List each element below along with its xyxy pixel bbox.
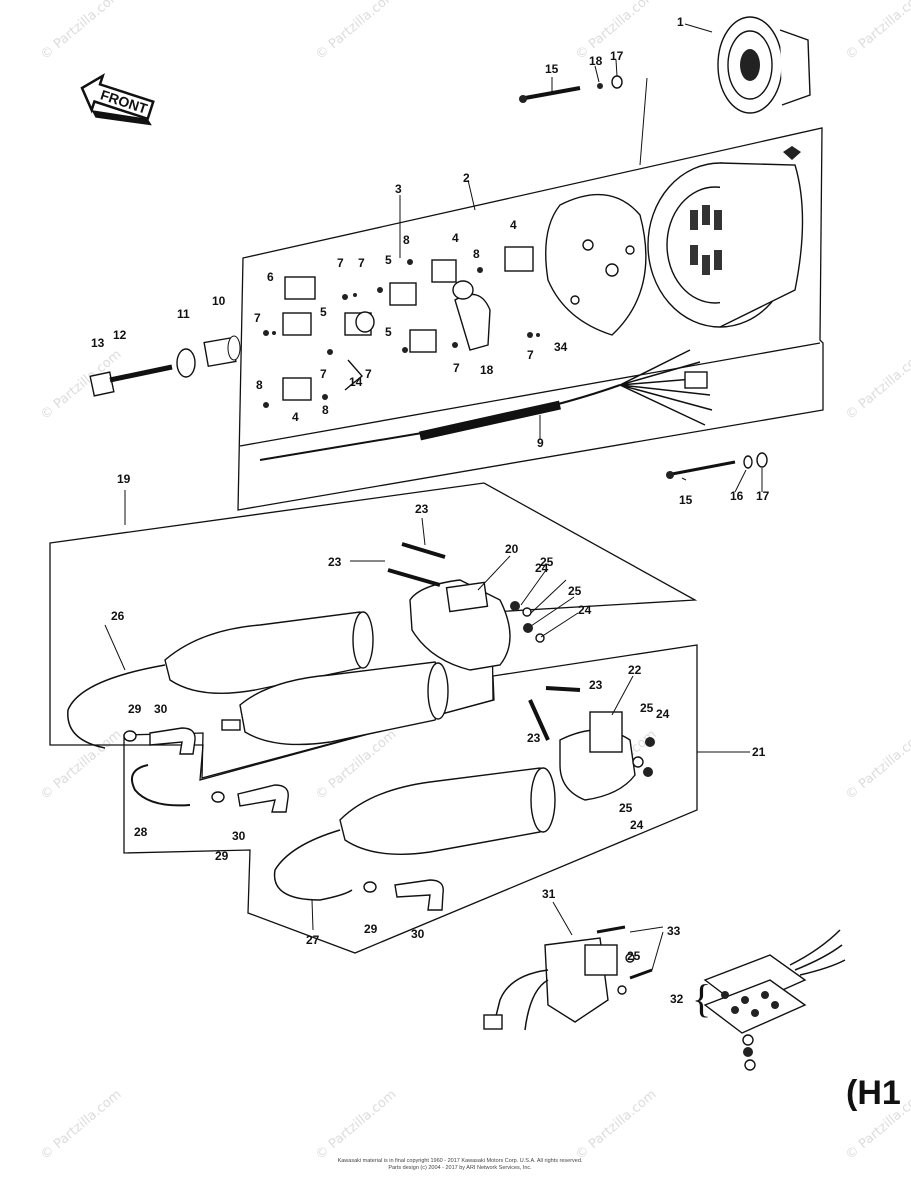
- callout-29: 29: [215, 849, 229, 863]
- callout-6: 6: [267, 270, 274, 284]
- callout-7: 7: [453, 361, 460, 375]
- callout-7: 7: [527, 348, 534, 362]
- diagram-code-label: (H1: [846, 1074, 901, 1112]
- generator-frame: [237, 127, 824, 511]
- callout-30: 30: [232, 829, 246, 843]
- wire-harness: [259, 349, 713, 461]
- callout-20: 20: [505, 542, 519, 556]
- copyright-notice: Kawasaki material is in final copyright …: [250, 1158, 670, 1172]
- callout-15: 15: [679, 493, 693, 507]
- callout-19: 19: [117, 472, 131, 486]
- callout-26: 26: [111, 609, 125, 623]
- assembly-frames: [49, 127, 824, 954]
- callout-24: 24: [656, 707, 670, 721]
- callout-4: 4: [292, 410, 299, 424]
- callout-23: 23: [328, 555, 342, 569]
- callout-23: 23: [589, 678, 603, 692]
- callout-5: 5: [385, 253, 392, 267]
- callout-12: 12: [113, 328, 127, 342]
- callout-23: 23: [527, 731, 541, 745]
- callout-18: 18: [480, 363, 494, 377]
- callout-8: 8: [473, 247, 480, 261]
- callout-33: 33: [667, 924, 681, 938]
- callout-31: 31: [542, 887, 556, 901]
- watermark: © Partzilla.com: [843, 347, 911, 423]
- callout-25: 25: [640, 701, 654, 715]
- callout-24: 24: [630, 818, 644, 832]
- callout-8: 8: [256, 378, 263, 392]
- callout-24: 24: [578, 603, 592, 617]
- rectifier: {: [692, 929, 846, 1071]
- callout-17: 17: [610, 49, 624, 63]
- callout-25: 25: [540, 555, 554, 569]
- callout-15: 15: [545, 62, 559, 76]
- plug-caps: [123, 727, 444, 911]
- callout-24: 24: [535, 561, 549, 575]
- callout-30: 30: [154, 702, 168, 716]
- screws: [263, 259, 540, 408]
- callout-29: 29: [128, 702, 142, 716]
- svg-text:{: {: [692, 976, 711, 1021]
- watermark: © Partzilla.com: [313, 0, 399, 63]
- callout-8: 8: [403, 233, 410, 247]
- callout-32: 32: [670, 992, 684, 1006]
- callout-10: 10: [212, 294, 226, 308]
- breaker-plate: [545, 193, 647, 336]
- ignition-coil-upper: [67, 611, 374, 749]
- front-arrow: FRONT: [80, 73, 155, 126]
- callout-28: 28: [134, 825, 148, 839]
- callout-numbers: 1 2 3 4 4 4 5 5 5 6 7 7 7 7 7 7 7 8 8 8 …: [91, 15, 770, 1006]
- callout-27: 27: [306, 933, 320, 947]
- callout-7: 7: [365, 367, 372, 381]
- watermark: © Partzilla.com: [843, 727, 911, 803]
- leader-lines: [104, 23, 763, 971]
- regulator: [483, 925, 653, 1031]
- callout-21: 21: [752, 745, 766, 759]
- watermark: © Partzilla.com: [843, 0, 911, 63]
- callout-25: 25: [627, 949, 641, 963]
- callout-18: 18: [589, 54, 603, 68]
- callout-13: 13: [91, 336, 105, 350]
- contact-breaker-parts: [282, 246, 534, 401]
- callout-11: 11: [177, 307, 190, 321]
- callout-7: 7: [254, 311, 261, 325]
- callout-7: 7: [337, 256, 344, 270]
- callout-14: 14: [349, 375, 363, 389]
- shaft-bolt-assembly: [89, 335, 241, 397]
- callout-9: 9: [537, 436, 544, 450]
- callout-7: 7: [320, 367, 327, 381]
- ignition-coil-frame-right: [123, 644, 698, 954]
- rotor: [717, 16, 811, 114]
- ignition-coil-middle: [221, 661, 449, 746]
- callout-25: 25: [619, 801, 633, 815]
- callout-1: 1: [677, 15, 684, 29]
- callout-17: 17: [756, 489, 770, 503]
- callout-23: 23: [415, 502, 429, 516]
- stator: [647, 146, 804, 328]
- coil-bracket-20: [387, 542, 545, 671]
- callout-30: 30: [411, 927, 425, 941]
- callout-34: 34: [554, 340, 568, 354]
- callout-2: 2: [463, 171, 470, 185]
- watermark: © Partzilla.com: [38, 0, 124, 63]
- watermark: © Partzilla.com: [38, 1087, 124, 1163]
- callout-4: 4: [510, 218, 517, 232]
- watermark: © Partzilla.com: [313, 1087, 399, 1163]
- callout-25: 25: [568, 584, 582, 598]
- callout-4: 4: [452, 231, 459, 245]
- callout-22: 22: [628, 663, 642, 677]
- watermark: © Partzilla.com: [573, 1087, 659, 1163]
- callout-16: 16: [730, 489, 744, 503]
- callout-3: 3: [395, 182, 402, 196]
- ignition-coil-lower: [273, 686, 655, 901]
- callout-5: 5: [320, 305, 327, 319]
- copyright-line: Parts design (c) 2004 - 2017 by ARI Netw…: [388, 1165, 532, 1171]
- copyright-line: Kawasaki material is in final copyright …: [337, 1158, 583, 1164]
- callout-7: 7: [358, 256, 365, 270]
- callout-29: 29: [364, 922, 378, 936]
- callout-5: 5: [385, 325, 392, 339]
- callout-8: 8: [322, 403, 329, 417]
